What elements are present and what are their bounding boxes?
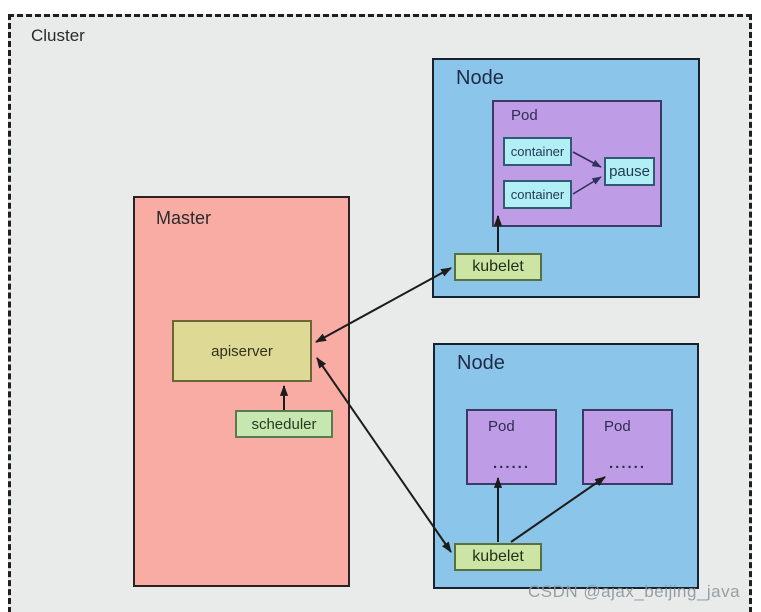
scheduler-box: scheduler — [235, 410, 333, 438]
pod-2-label: Pod — [604, 418, 631, 435]
pause-box: pause — [604, 157, 655, 186]
node-bottom-label: Node — [457, 352, 505, 374]
master-box: Master — [133, 196, 350, 587]
container-2-box: container — [503, 180, 572, 209]
pod-2-dots: ...... — [608, 455, 646, 472]
pod-label: Pod — [511, 107, 538, 124]
container-1-label: container — [510, 144, 565, 159]
apiserver-box: apiserver — [172, 320, 312, 382]
pause-label: pause — [609, 163, 650, 180]
pod-1-label: Pod — [488, 418, 515, 435]
pod-1-box: Pod ...... — [466, 409, 557, 485]
kubelet-top-box: kubelet — [454, 253, 542, 281]
container-1-box: container — [503, 137, 572, 166]
master-label: Master — [156, 208, 212, 228]
cluster-label: Cluster — [31, 26, 85, 45]
watermark: CSDN @ajax_beijing_java — [528, 582, 741, 601]
kubelet-bottom-label: kubelet — [472, 548, 524, 565]
scheduler-label: scheduler — [251, 415, 317, 433]
apiserver-label: apiserver — [211, 342, 273, 360]
kubelet-bottom-box: kubelet — [454, 543, 542, 571]
container-2-label: container — [510, 187, 565, 202]
node-top-label: Node — [456, 67, 504, 89]
pod-2-box: Pod ...... — [582, 409, 673, 485]
pod-1-dots: ...... — [492, 455, 530, 472]
kubelet-top-label: kubelet — [472, 258, 524, 275]
